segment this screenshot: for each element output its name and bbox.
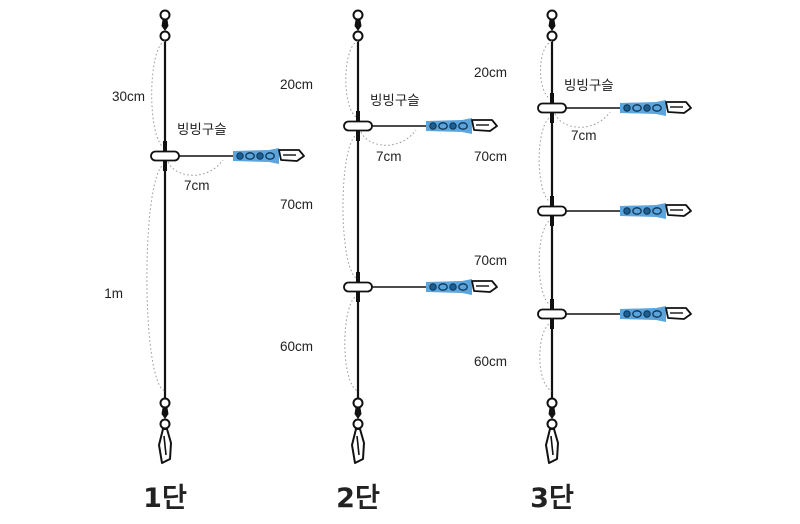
top-swivel-icon [546,9,558,42]
spinning-bead-icon [343,272,373,302]
branch-length-label: 7cm [571,128,597,143]
spinning-bead-icon [537,93,567,123]
segment-length-arc [345,40,359,119]
middle-length-label: 70cm [474,253,507,268]
lure-rig-icon [233,148,305,164]
top-length-label: 20cm [474,65,507,80]
spinning-bead-icon [150,141,180,171]
lure-rig-icon [426,118,498,134]
rig-caption: 3단 [530,483,574,514]
segment-length-arc [342,133,359,280]
bottom-snap-swivel-icon [351,397,365,464]
segment-length-arc [151,40,166,149]
segment-length-arc [344,294,359,392]
top-swivel-icon [352,9,364,42]
middle-length-label: 70cm [474,149,507,164]
spinning-bead-label: 빙빙구슬 [564,78,614,93]
lure-rig-icon [620,203,692,219]
top-swivel-icon [159,9,171,42]
segment-length-arc [146,163,166,392]
bottom-snap-swivel-icon [545,397,559,464]
branch-length-arc [167,159,224,176]
spinning-bead-label: 빙빙구슬 [370,93,420,108]
branch-length-arc [554,111,611,128]
lure-rig-icon [620,306,692,322]
rig-1: 30cm 빙빙구슬 7cm 1m 1단 [104,9,305,514]
spinning-bead-label: 빙빙구슬 [177,122,227,137]
middle-length-label: 70cm [280,197,313,212]
rig-2: 20cm 빙빙구슬 7cm 70cm 60cm 2단 [280,9,498,514]
segment-length-arc [540,40,553,101]
segment-length-arc [538,115,553,204]
bottom-length-label: 1m [104,286,123,301]
branch-length-label: 7cm [376,149,402,164]
lure-rig-icon [426,279,498,295]
segment-length-arc [538,218,553,307]
top-length-label: 30cm [112,89,145,104]
branch-length-label: 7cm [184,178,210,193]
bottom-length-label: 60cm [474,354,507,369]
rig-caption: 2단 [336,483,380,514]
bottom-length-label: 60cm [280,339,313,354]
lure-rig-icon [620,100,692,116]
rig-caption: 1단 [143,483,187,514]
spinning-bead-icon [537,299,567,329]
rig-3: 20cm 빙빙구슬 7cm 70cm 70cm 60cm 3단 [474,9,692,514]
bottom-snap-swivel-icon [158,397,172,464]
top-length-label: 20cm [280,77,313,92]
branch-length-arc [360,129,417,146]
spinning-bead-icon [343,111,373,141]
spinning-bead-icon [537,196,567,226]
segment-length-arc [539,321,553,392]
